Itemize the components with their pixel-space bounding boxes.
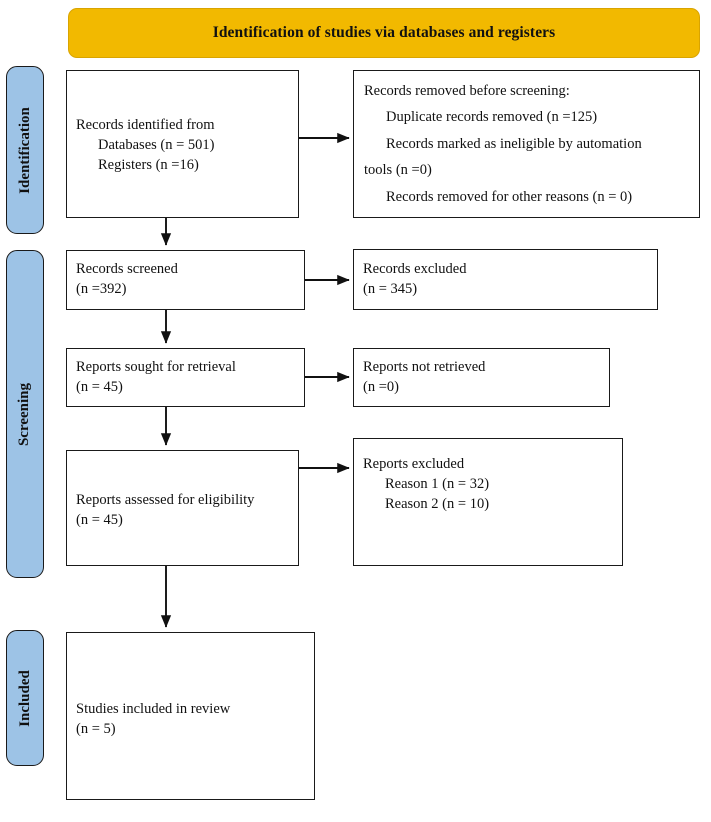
records-removed-other-reasons: Records removed for other reasons (n = 0… — [386, 188, 633, 205]
reports-sought-count: (n = 45) — [76, 378, 123, 395]
reports-not-retrieved-label: Reports not retrieved — [363, 358, 486, 375]
box-reports-assessed-for-eligibility: Reports assessed for eligibility (n = 45… — [66, 450, 299, 566]
reports-excluded-reason-1: Reason 1 (n = 32) — [385, 476, 490, 493]
records-identified-registers: Registers (n =16) — [98, 156, 199, 173]
box-records-identified: Records identified from Databases (n = 5… — [66, 70, 299, 218]
studies-included-count: (n = 5) — [76, 721, 116, 737]
box-studies-included-in-review: Studies included in review (n = 5) — [66, 632, 315, 800]
stage-label-included-text: Included — [16, 669, 33, 727]
records-removed-automation-tools: tools (n =0) — [364, 162, 432, 179]
diagram-title: Identification of studies via databases … — [212, 24, 556, 41]
stage-label-included: Included — [6, 630, 44, 766]
box-records-excluded: Records excluded (n = 345) — [353, 249, 658, 310]
stage-label-screening: Screening — [6, 250, 44, 578]
records-removed-duplicates: Duplicate records removed (n =125) — [386, 109, 598, 126]
records-identified-databases: Databases (n = 501) — [98, 137, 215, 154]
stage-label-identification-text: Identification — [16, 106, 33, 194]
records-screened-label: Records screened — [76, 261, 178, 278]
box-reports-not-retrieved: Reports not retrieved (n =0) — [353, 348, 610, 407]
reports-sought-label: Reports sought for retrieval — [76, 358, 236, 375]
records-screened-count: (n =392) — [76, 281, 127, 297]
records-removed-ineligible-automation: Records marked as ineligible by automati… — [386, 135, 642, 152]
box-reports-excluded: Reports excluded Reason 1 (n = 32) Reaso… — [353, 438, 623, 566]
records-removed-heading: Records removed before screening: — [364, 83, 570, 100]
box-records-screened: Records screened (n =392) — [66, 250, 305, 310]
reports-excluded-label: Reports excluded — [363, 456, 465, 473]
records-identified-line-1: Records identified from — [76, 117, 215, 134]
box-records-removed-before-screening: Records removed before screening: Duplic… — [353, 70, 700, 218]
stage-label-screening-text: Screening — [16, 382, 33, 446]
records-excluded-count: (n = 345) — [363, 280, 418, 297]
diagram-header-banner: Identification of studies via databases … — [68, 8, 700, 58]
studies-included-label: Studies included in review — [76, 701, 231, 718]
box-reports-sought-for-retrieval: Reports sought for retrieval (n = 45) — [66, 348, 305, 407]
reports-assessed-count: (n = 45) — [76, 512, 123, 528]
stage-label-identification: Identification — [6, 66, 44, 234]
reports-not-retrieved-count: (n =0) — [363, 378, 399, 395]
records-excluded-label: Records excluded — [363, 260, 467, 277]
reports-excluded-reason-2: Reason 2 (n = 10) — [385, 495, 490, 512]
reports-assessed-label: Reports assessed for eligibility — [76, 492, 255, 509]
